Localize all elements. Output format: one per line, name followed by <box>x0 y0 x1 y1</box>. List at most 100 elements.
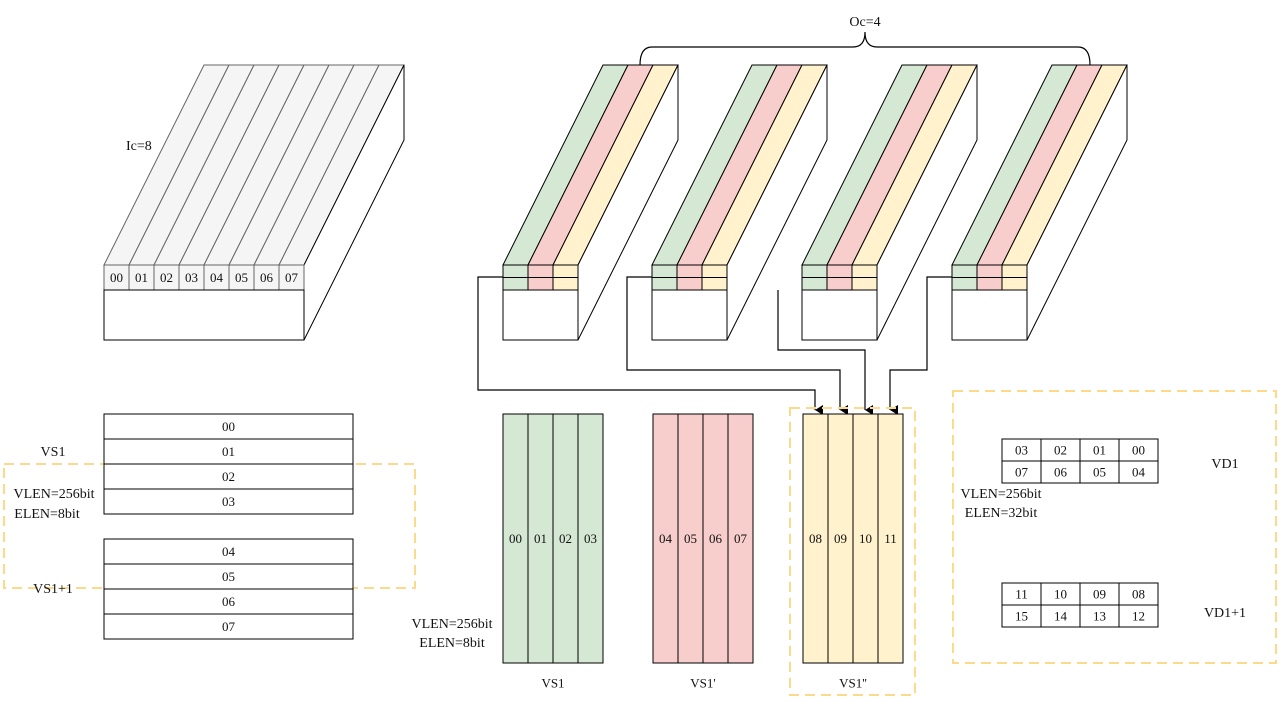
dest-value: 14 <box>1054 609 1068 624</box>
filter-front-face <box>801 289 878 341</box>
register-name: VS1 <box>541 676 564 691</box>
register-value: 01 <box>222 444 235 459</box>
register-column <box>502 413 529 664</box>
dest-value: 08 <box>1132 587 1145 602</box>
register-value: 11 <box>884 531 897 546</box>
dest-value: 13 <box>1093 609 1106 624</box>
filter-block <box>651 64 828 341</box>
register-value: 05 <box>684 531 697 546</box>
channel-label: 00 <box>110 270 123 285</box>
register-column <box>802 413 829 664</box>
vs1-label: VS1 <box>41 445 66 460</box>
dest-value: 01 <box>1093 443 1106 458</box>
register-row <box>103 563 354 590</box>
register-value: 00 <box>509 531 522 546</box>
tensor-front-face <box>103 289 305 341</box>
elen-label-left: ELEN=8bit <box>14 507 80 522</box>
register-column <box>577 413 604 664</box>
channel-cell <box>128 264 155 291</box>
register-column <box>652 413 679 664</box>
register-value: 02 <box>559 531 572 546</box>
dest-value: 04 <box>1132 465 1146 480</box>
register-column <box>727 413 754 664</box>
vs1pp-dashed-highlight <box>789 407 916 696</box>
register-value: 01 <box>534 531 547 546</box>
register-column <box>677 413 704 664</box>
register-value: 02 <box>222 469 235 484</box>
oc-label: Oc=4 <box>849 15 880 30</box>
channel-label: 02 <box>160 270 173 285</box>
dest-value: 12 <box>1132 609 1145 624</box>
channel-cell <box>178 264 205 291</box>
dest-value: 07 <box>1015 465 1029 480</box>
left-registers: 00 01 02 03 04 05 06 07 <box>103 413 354 640</box>
register-value: 10 <box>859 531 872 546</box>
channel-label: 03 <box>185 270 198 285</box>
channel-label: 04 <box>210 270 224 285</box>
dest-cell <box>1118 460 1159 484</box>
connectors <box>477 276 952 415</box>
connector-line <box>477 276 823 415</box>
channel-cell <box>278 264 305 291</box>
connector-line <box>777 290 873 415</box>
filter-block <box>801 64 978 341</box>
register-value: 08 <box>809 531 822 546</box>
register-row <box>103 588 354 615</box>
filter-front-face <box>651 289 728 341</box>
oc-brace <box>639 31 1091 66</box>
vd-dashed-highlight <box>952 390 1277 664</box>
vlen-label-right: VLEN=256bit <box>961 487 1042 502</box>
register-column <box>552 413 579 664</box>
register-name: VS1' <box>690 676 715 691</box>
register-value: 03 <box>222 494 235 509</box>
register-row <box>103 463 354 490</box>
register-row <box>103 613 354 640</box>
dest-value: 09 <box>1093 587 1106 602</box>
register-column <box>702 413 729 664</box>
register-value: 05 <box>222 569 235 584</box>
register-value: 09 <box>834 531 847 546</box>
register-column <box>877 413 904 664</box>
register-column <box>852 413 879 664</box>
register-value: 07 <box>222 619 236 634</box>
connector-line <box>626 276 848 415</box>
register-value: 04 <box>659 531 673 546</box>
dest-cell <box>1118 604 1159 628</box>
vlen-label-mid: VLEN=256bit <box>412 617 493 632</box>
dest-value: 00 <box>1132 443 1145 458</box>
dest-value: 10 <box>1054 587 1067 602</box>
register-value: 06 <box>709 531 723 546</box>
connector-line <box>889 276 952 415</box>
channel-label: 05 <box>235 270 248 285</box>
vlen-label-left: VLEN=256bit <box>14 487 95 502</box>
register-value: 04 <box>222 544 236 559</box>
vd1p1-label: VD1+1 <box>1204 606 1246 621</box>
register-row <box>103 413 354 440</box>
register-value: 06 <box>222 594 236 609</box>
filter-blocks <box>502 64 1128 341</box>
register-value: 00 <box>222 419 235 434</box>
vs1p1-label: VS1+1 <box>33 582 73 597</box>
filter-front-face <box>502 289 579 341</box>
channel-label: 07 <box>285 270 299 285</box>
register-value: 03 <box>584 531 597 546</box>
channel-label: 01 <box>135 270 148 285</box>
register-row <box>103 538 354 565</box>
elen-label-mid: ELEN=8bit <box>419 636 485 651</box>
dest-value: 15 <box>1015 609 1028 624</box>
elen-label-right: ELEN=32bit <box>965 506 1038 521</box>
filter-block <box>951 64 1128 341</box>
filter-front-face <box>951 289 1028 341</box>
dest-value: 11 <box>1015 587 1028 602</box>
register-row <box>103 488 354 515</box>
register-name: VS1'' <box>839 676 867 691</box>
ic-label: Ic=8 <box>126 139 152 154</box>
filter-block <box>502 64 679 341</box>
dest-value: 06 <box>1054 465 1068 480</box>
